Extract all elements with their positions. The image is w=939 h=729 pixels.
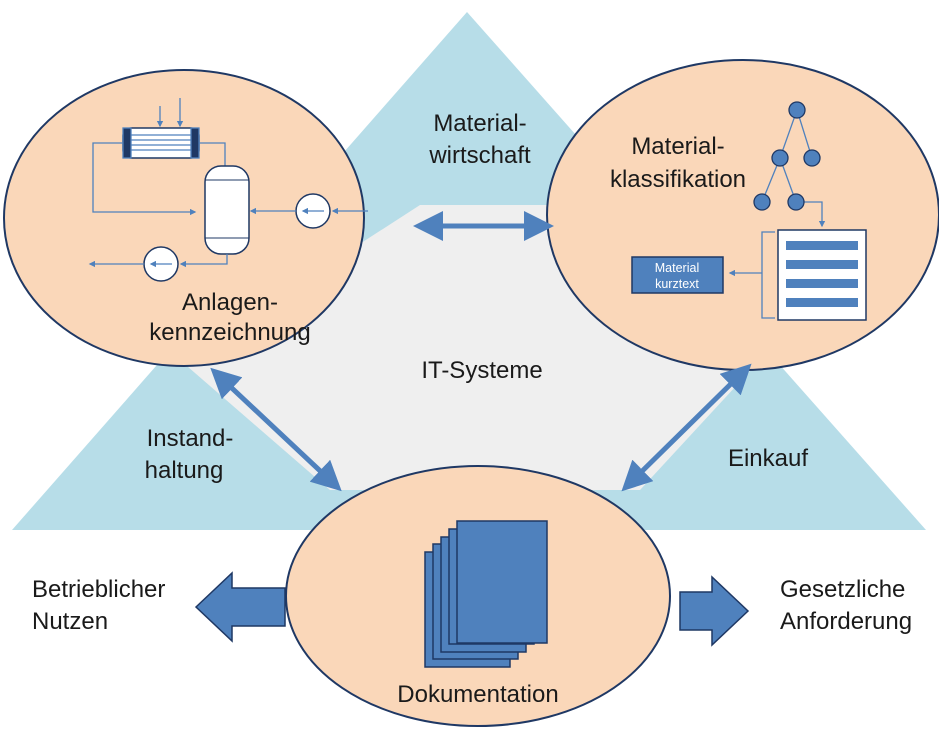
incoming-block-arrow	[679, 575, 750, 647]
dokumentation-ellipse: Dokumentation	[285, 465, 671, 727]
vessel-icon	[204, 165, 250, 255]
anlagen-label-1: Anlagen-	[182, 289, 278, 316]
gesetzliche-label-2: Anforderung	[780, 608, 912, 635]
anlagen-label-2: kennzeichnung	[149, 319, 310, 346]
kurztext-label-2: kurztext	[655, 277, 699, 291]
dokumentation-label: Dokumentation	[397, 681, 558, 708]
instandhaltung-label-2: haltung	[145, 457, 224, 484]
kurztext-label-1: Material	[655, 261, 699, 275]
einkauf-label: Einkauf	[728, 445, 808, 472]
list-document-icon	[728, 229, 867, 321]
pump-icon-left	[88, 246, 228, 282]
pump-icon-right	[249, 193, 368, 229]
materialklassifikation-ellipse: Material kurztext Material- klassifikati…	[546, 59, 939, 371]
it-systeme-label: IT-Systeme	[421, 357, 542, 384]
materialklassifikation-label-2: klassifikation	[610, 166, 746, 193]
outgoing-block-arrow	[194, 571, 286, 643]
double-arrow-left	[210, 367, 342, 492]
material-kurztext-box: Material kurztext	[631, 256, 724, 294]
documents-stack-icon	[424, 520, 548, 668]
instandhaltung-label-1: Instand-	[147, 425, 234, 452]
gesetzliche-label-1: Gesetzliche	[780, 576, 905, 603]
materialwirtschaft-label-2: wirtschaft	[428, 142, 531, 169]
heat-exchanger-icon	[92, 98, 226, 216]
betrieblicher-label-2: Nutzen	[32, 608, 108, 635]
materialwirtschaft-label-1: Material-	[433, 110, 526, 137]
betrieblicher-label-1: Betrieblicher	[32, 576, 165, 603]
anlagen-ellipse: Anlagen- kennzeichnung	[3, 69, 368, 367]
materialklassifikation-label-1: Material-	[631, 133, 724, 160]
tree-icon	[753, 101, 826, 228]
double-arrow-right	[621, 363, 752, 492]
